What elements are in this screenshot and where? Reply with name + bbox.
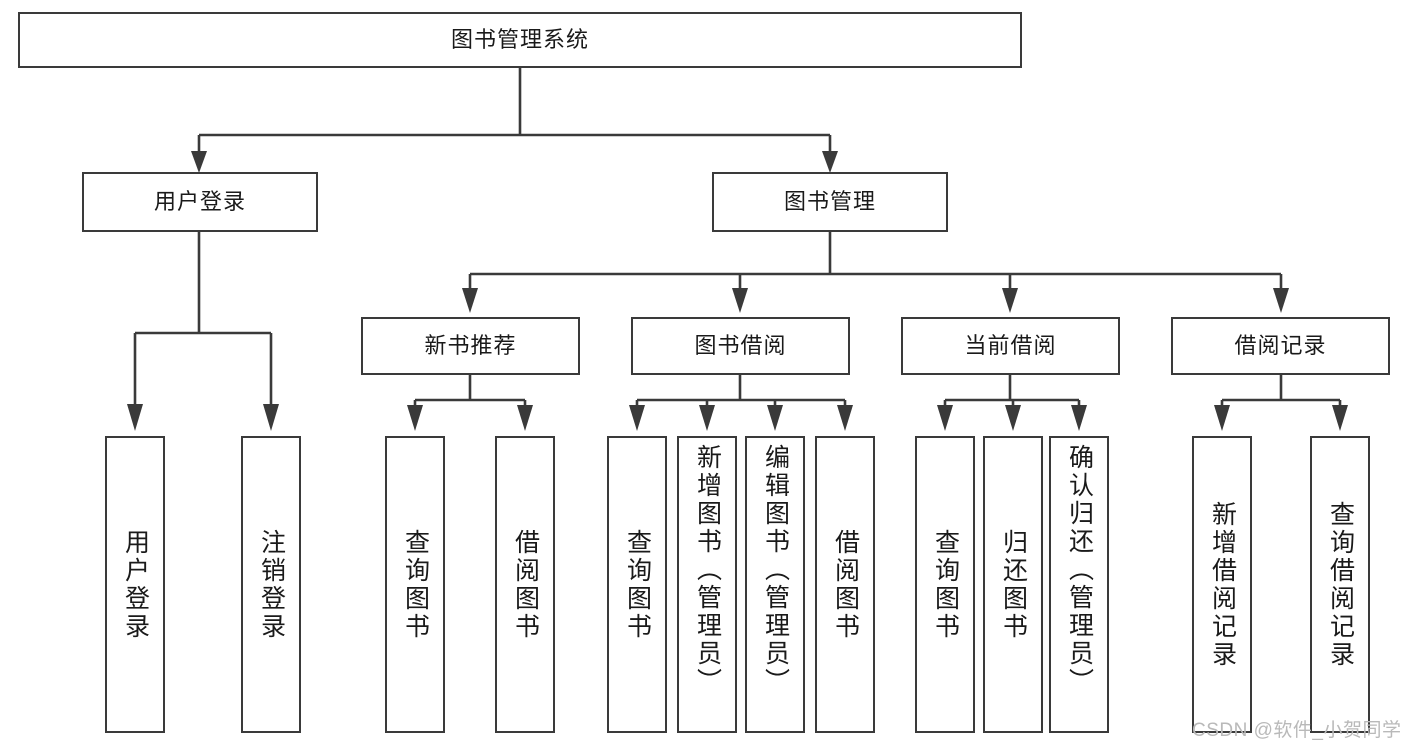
node-label-leaf-return-book: 归还图书 [999,528,1028,641]
node-label-leaf-add-book: 新增图书（管理员） [693,444,722,696]
csdn-watermark: CSDN @软件_小贺同学 [1192,720,1402,741]
node-label-leaf-query-book-1: 查询图书 [401,528,430,641]
node-user-login[interactable]: 用户登录 [82,172,318,232]
arrowhead-book-borrow [732,288,748,313]
node-label-new-book-rec: 新书推荐 [424,332,517,358]
arrowhead-leaf-user-login [127,404,143,431]
node-leaf-add-record[interactable]: 新增借阅记录 [1192,436,1252,733]
node-leaf-user-logout[interactable]: 注销登录 [241,436,301,733]
node-new-book-rec[interactable]: 新书推荐 [361,317,580,375]
node-leaf-query-book-1[interactable]: 查询图书 [385,436,445,733]
node-leaf-query-record[interactable]: 查询借阅记录 [1310,436,1370,733]
arrowhead-current-borrow [1002,288,1018,313]
node-book-manage[interactable]: 图书管理 [712,172,948,232]
node-leaf-return-book[interactable]: 归还图书 [983,436,1043,733]
arrowhead-leaf-edit-book [767,405,783,431]
node-label-leaf-user-logout: 注销登录 [257,528,286,641]
arrowhead-leaf-confirm-return [1071,405,1087,431]
arrowhead-leaf-add-book [699,405,715,431]
node-current-borrow[interactable]: 当前借阅 [901,317,1120,375]
node-label-leaf-confirm-return: 确认归还（管理员） [1065,444,1094,696]
node-leaf-query-book-3[interactable]: 查询图书 [915,436,975,733]
node-root-system[interactable]: 图书管理系统 [18,12,1022,68]
node-borrow-record[interactable]: 借阅记录 [1171,317,1390,375]
node-label-leaf-query-record: 查询借阅记录 [1326,500,1355,669]
arrowhead-borrow-record [1273,288,1289,313]
arrowhead-leaf-return-book [1005,405,1021,431]
node-leaf-add-book[interactable]: 新增图书（管理员） [677,436,737,733]
arrowhead-bookmanage [822,151,838,173]
arrowhead-leaf-query-book-2 [629,405,645,431]
node-label-book-manage: 图书管理 [783,188,876,214]
arrowhead-leaf-borrow-book-2 [837,405,853,431]
arrowhead-new-book-rec [462,288,478,313]
node-leaf-user-login[interactable]: 用户登录 [105,436,165,733]
node-label-current-borrow: 当前借阅 [964,332,1057,358]
arrowhead-leaf-user-logout [263,404,279,431]
node-leaf-borrow-book-1[interactable]: 借阅图书 [495,436,555,733]
node-leaf-borrow-book-2[interactable]: 借阅图书 [815,436,875,733]
node-leaf-edit-book[interactable]: 编辑图书（管理员） [745,436,805,733]
arrowhead-leaf-query-book-1 [407,405,423,431]
node-leaf-confirm-return[interactable]: 确认归还（管理员） [1049,436,1109,733]
node-label-leaf-edit-book: 编辑图书（管理员） [761,444,790,696]
node-leaf-query-book-2[interactable]: 查询图书 [607,436,667,733]
node-label-root: 图书管理系统 [450,26,589,52]
arrowhead-leaf-add-record [1214,405,1230,431]
node-label-leaf-borrow-book-1: 借阅图书 [511,528,540,641]
node-book-borrow[interactable]: 图书借阅 [631,317,850,375]
arrowhead-userlogin [191,151,207,173]
node-label-leaf-user-login: 用户登录 [121,528,150,641]
node-label-book-borrow: 图书借阅 [694,332,787,358]
node-label-leaf-add-record: 新增借阅记录 [1208,500,1237,669]
node-label-user-login: 用户登录 [153,188,246,214]
node-label-leaf-query-book-3: 查询图书 [931,528,960,641]
node-label-leaf-borrow-book-2: 借阅图书 [831,528,860,641]
node-label-leaf-query-book-2: 查询图书 [623,528,652,641]
arrowhead-leaf-borrow-book-1 [517,405,533,431]
arrowhead-leaf-query-book-3 [937,405,953,431]
arrowhead-leaf-query-record [1332,405,1348,431]
node-label-borrow-record: 借阅记录 [1234,332,1327,358]
